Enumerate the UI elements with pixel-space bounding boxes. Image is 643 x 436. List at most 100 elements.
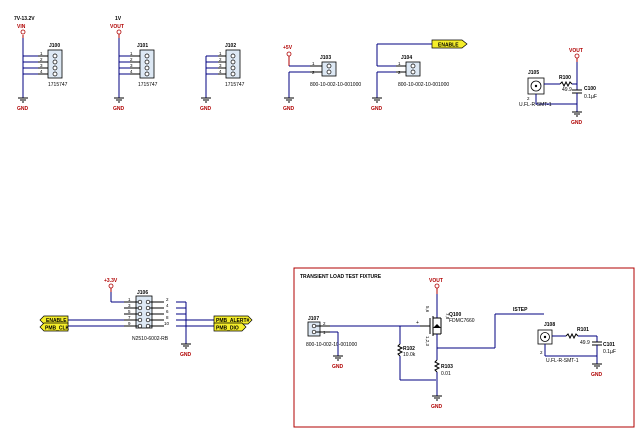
j102-ref: J102	[225, 43, 236, 49]
q100-pin-123: 1,2,3	[425, 336, 430, 347]
j100-pin-2: 2	[40, 57, 43, 62]
q100-part: FDMC7660	[449, 318, 475, 324]
j106-pin-4: 4	[166, 303, 169, 308]
j102-part: 1715747	[225, 82, 245, 88]
vin-label: VIN	[17, 24, 26, 30]
p3v3-label: +3.3V	[104, 278, 118, 284]
r102-ref: R102	[403, 346, 415, 352]
vout-label-fixture: VOUT	[429, 278, 443, 284]
j102-pin-4: 4	[219, 69, 222, 74]
j105-circuit[interactable]: VOUT J105 2 R100 49.9 C100 0.1µF U.FL-R-…	[519, 48, 597, 126]
j100-pin-4: 4	[40, 69, 43, 74]
j101-pin-1: 1	[130, 51, 133, 56]
vout-label-j105: VOUT	[569, 48, 583, 54]
pmb-clk-label: PMB_CLK	[45, 326, 70, 332]
j103-pin-1: 1	[312, 61, 315, 66]
j106-pin-1: 1	[128, 297, 131, 302]
pmb-dio-label: PMB_DIO	[216, 326, 239, 332]
j100-range-note: 7V-13.2V	[14, 16, 35, 22]
q100-ref: Q100	[449, 312, 461, 318]
r101-value: 49.9	[580, 340, 590, 346]
enable-net-label: ENABLE	[438, 43, 459, 49]
j106-ref: J106	[137, 290, 148, 296]
j108-part: U.FL-R-SMT-1	[546, 358, 579, 364]
istep-net-label: ISTEP	[513, 307, 528, 313]
j101-ref: J101	[137, 43, 148, 49]
gnd-label-j107: GND	[332, 364, 344, 370]
j106-pin-6: 6	[166, 309, 169, 314]
j105-part: U.FL-R-SMT-1	[519, 102, 552, 108]
c101-value: 0.1µF	[603, 349, 616, 355]
j102-pin-3: 3	[219, 63, 222, 68]
j106-pin-5: 5	[128, 309, 131, 314]
r102-resistor[interactable]: R102 10.0k +	[396, 320, 436, 381]
q100-mosfet[interactable]: VOUT 5,6 7,8 1,2,3 Q100 FDMC7660	[420, 278, 475, 360]
j106-pin-9: 9	[128, 321, 131, 326]
j107-ref: J107	[308, 316, 319, 322]
r100-ref: R100	[559, 75, 571, 81]
gnd-label-j108: GND	[591, 372, 603, 378]
q100-gate-mark: +	[416, 320, 419, 326]
r103-value: 0.01	[441, 371, 451, 377]
r101-ref: R101	[577, 327, 589, 333]
gnd-label-j106: GND	[180, 352, 192, 358]
c100-ref: C100	[584, 86, 596, 92]
j101-pin-2: 2	[130, 57, 133, 62]
j101-part: 1715747	[138, 82, 158, 88]
j101-pin-3: 3	[130, 63, 133, 68]
j100-part: 1715747	[48, 82, 68, 88]
pmb-alert-label: PMB_ALERT#	[216, 318, 250, 324]
j100-pin-1: 1	[40, 51, 43, 56]
j103-ref: J103	[320, 55, 331, 61]
j105-pins: 2	[527, 96, 530, 101]
r103-resistor[interactable]: R103 0.01 GND	[431, 313, 544, 410]
enable-net-flag	[431, 39, 468, 49]
gnd-label-j100: GND	[17, 106, 29, 112]
j102-pin-1: 1	[219, 51, 222, 56]
j102-connector[interactable]: 1 2 3 4 J102 1715747 GND	[200, 43, 245, 112]
j102-pin-2: 2	[219, 57, 222, 62]
j100-pin-3: 3	[40, 63, 43, 68]
gnd-label-j101: GND	[113, 106, 125, 112]
j100-ref: J100	[49, 43, 60, 49]
j104-pin-1: 1	[398, 61, 401, 66]
j107-connector[interactable]: J107 2 1 800-10-002-10-001000 GND	[306, 316, 420, 370]
j104-connector[interactable]: ENABLE 1 2 J104 800-10-002-10-001000 GND	[371, 39, 468, 112]
vout-label-j101: VOUT	[110, 24, 124, 30]
c101-ref: C101	[603, 342, 615, 348]
j100-connector[interactable]: 7V-13.2V VIN 1 2 3 4 J100 1715747 GND	[14, 16, 68, 112]
gnd-label-j105: GND	[571, 120, 583, 126]
j101-pin-4: 4	[130, 69, 133, 74]
fixture-border	[293, 267, 635, 428]
j108-pin: 2	[540, 350, 543, 355]
j107-part: 800-10-002-10-001000	[306, 342, 357, 348]
j105-ref: J105	[528, 70, 539, 76]
enable-label-j106: ENABLE	[46, 318, 67, 324]
pmb-dio-flag	[213, 322, 247, 332]
gnd-label-j104: GND	[371, 106, 383, 112]
j106-pin-2: 2	[166, 297, 169, 302]
j106-pin-10: 10	[164, 321, 170, 326]
gnd-label-r103: GND	[431, 404, 443, 410]
r103-ref: R103	[441, 364, 453, 370]
r100-value: 49.9	[562, 87, 572, 93]
q100-pin-56: 5,6	[425, 306, 430, 313]
p5v-label: +5V	[283, 45, 293, 51]
j106-pin-8: 8	[166, 315, 169, 320]
j108-ref: J108	[544, 322, 555, 328]
gnd-label-j103: GND	[283, 106, 295, 112]
pmb-clk-flag	[39, 322, 69, 332]
j103-connector[interactable]: +5V 1 2 J103 800-10-002-10-001000 GND	[283, 45, 361, 112]
j106-connector[interactable]: +3.3V J106 1 3 5 7 9 2 4 6 8 10 N2510-60…	[39, 278, 253, 358]
fixture-title: TRANSIENT LOAD TEST FIXTURE	[300, 274, 382, 280]
gnd-label-j102: GND	[200, 106, 212, 112]
r102-value: 10.0k	[403, 352, 416, 358]
c100-value: 0.1µF	[584, 94, 597, 100]
j104-ref: J104	[401, 55, 412, 61]
j101-connector[interactable]: 1V VOUT 1 2 3 4 J101 1715747 GND	[110, 16, 158, 112]
j106-part: N2510-6002-RB	[132, 336, 169, 342]
j108-circuit[interactable]: J108 2 R101 49.9 C101 0.1µF U.FL-R-SMT-1…	[537, 322, 616, 378]
q100-pin-78: 7,8	[445, 313, 450, 320]
j106-pin-7: 7	[128, 315, 131, 320]
